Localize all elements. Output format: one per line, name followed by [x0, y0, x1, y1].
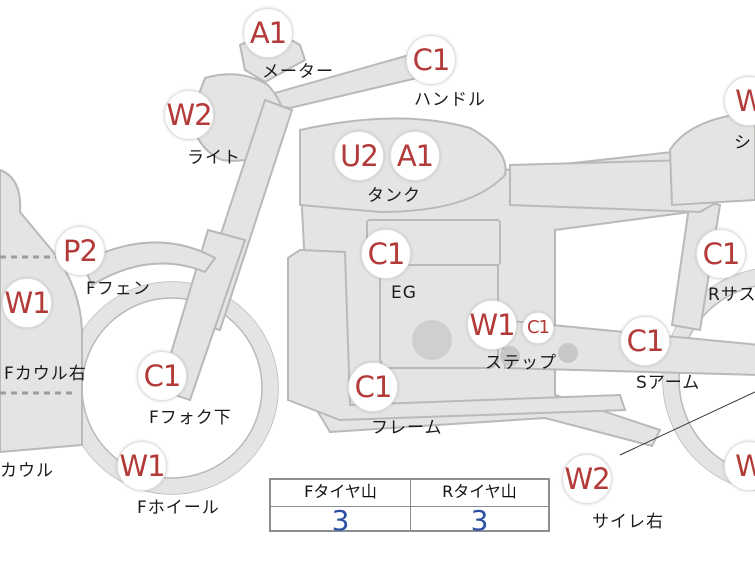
rear-tire-value[interactable]: 3	[470, 504, 489, 537]
tire-tread-table: Fタイヤ山 Rタイヤ山 3 3	[269, 478, 550, 537]
tank-label: タンク	[367, 186, 421, 206]
rear-suspension-badge[interactable]: C1	[696, 229, 746, 279]
frame-label: フレーム	[371, 418, 443, 438]
silencer-leader	[619, 391, 755, 456]
step-badge-1[interactable]: W1	[467, 300, 517, 350]
rear-tire-header: Rタイヤ山	[411, 480, 548, 507]
handle-badge[interactable]: C1	[406, 35, 456, 85]
meter-label: メーター	[262, 62, 334, 82]
fender-label: Fフェン	[86, 279, 151, 299]
fork-badge[interactable]: C1	[137, 351, 187, 401]
rear-suspension-label: Rサス	[708, 285, 755, 305]
fork-lower	[158, 228, 247, 402]
frame-badge[interactable]: C1	[348, 362, 398, 412]
rear-wheel	[662, 269, 755, 491]
table-divider	[410, 480, 411, 532]
swingarm-label: Sアーム	[636, 373, 701, 393]
light-label: ライト	[187, 148, 241, 168]
handle-label: ハンドル	[414, 90, 486, 110]
tank-badge-2[interactable]: A1	[390, 131, 440, 181]
front-tire-value[interactable]: 3	[331, 504, 350, 537]
front-wheel-label: Fホイール	[137, 498, 220, 518]
engine-badge[interactable]: C1	[361, 229, 411, 279]
front-fender-shape	[80, 241, 217, 287]
seat-label: シ	[734, 133, 752, 153]
light-badge[interactable]: W2	[164, 90, 214, 140]
cowl-right-label: Fカウル右	[4, 364, 87, 384]
engine-label: EG	[391, 283, 417, 303]
fender-badge[interactable]: P2	[55, 226, 105, 276]
frame-cradle	[287, 248, 627, 422]
engine-cover	[412, 320, 452, 360]
silencer-label: サイレ右	[592, 512, 664, 532]
front-tire-header: Fタイヤ山	[271, 480, 410, 507]
swingarm-badge[interactable]: C1	[620, 316, 670, 366]
tank-badge-1[interactable]: U2	[334, 131, 384, 181]
front-wheel-badge[interactable]: W1	[117, 441, 167, 491]
silencer-badge[interactable]: W2	[562, 454, 612, 504]
step-badge-2[interactable]: C1	[522, 312, 554, 344]
cowl-right-badge[interactable]: W1	[2, 278, 52, 328]
seat-tail	[668, 110, 755, 207]
meter-badge[interactable]: A1	[243, 8, 293, 58]
step-peg-1	[500, 346, 520, 366]
cowl-label: カウル	[0, 461, 54, 481]
step-peg-2	[558, 343, 578, 363]
step-label: ステップ	[485, 353, 557, 373]
fork-label: Fフォク下	[149, 408, 232, 428]
rear-wheel-badge[interactable]: W	[724, 441, 755, 491]
